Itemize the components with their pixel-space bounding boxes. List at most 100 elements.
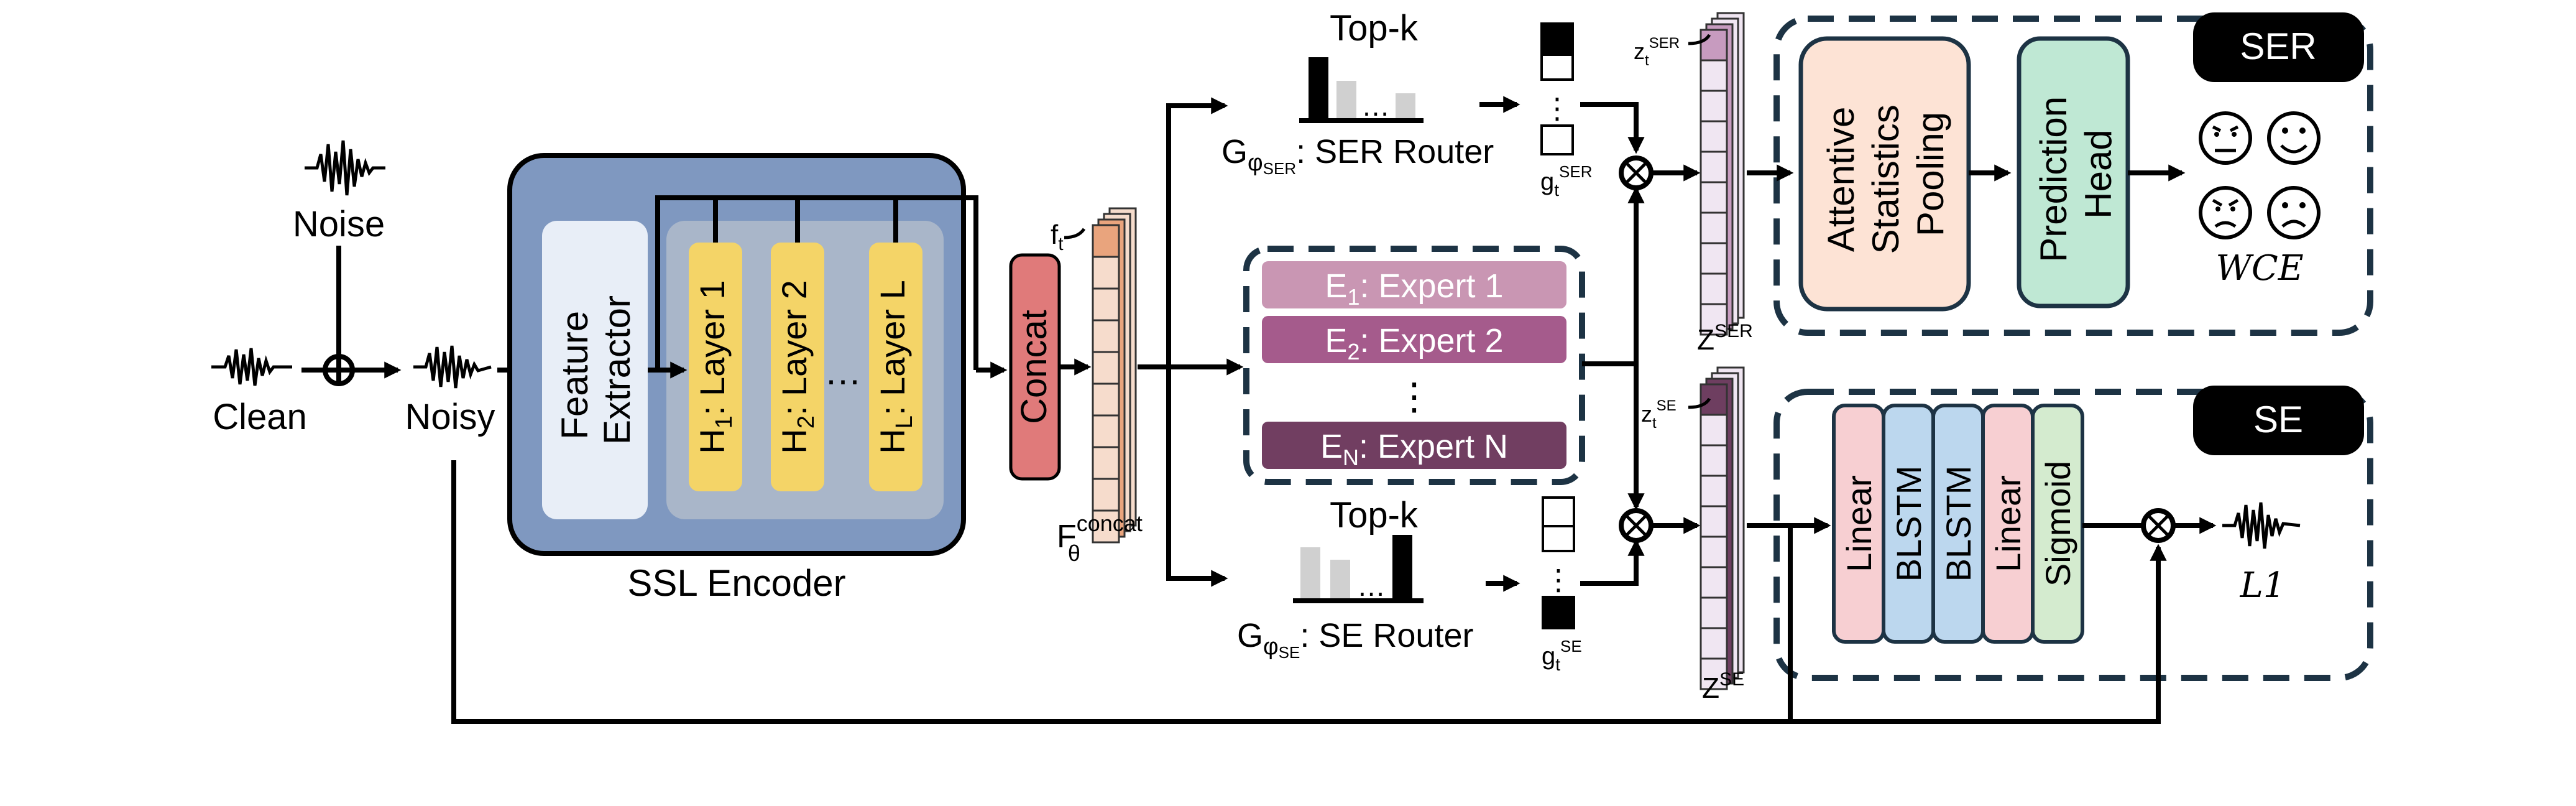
clean-label: Clean	[213, 397, 307, 437]
z-se-cell	[1700, 414, 1728, 447]
se-router-bars-ellipsis: …	[1357, 570, 1386, 602]
ssl-encoder-label: SSL Encoder	[627, 562, 845, 604]
layer-outputs-bus	[655, 195, 978, 370]
z-se-cell	[1700, 475, 1728, 507]
svg-text:Sigmoid: Sigmoid	[2038, 461, 2077, 586]
z-ser-cell	[1700, 151, 1728, 183]
expert-N: EN: Expert N	[1262, 422, 1566, 470]
se-block-sigmoid: Sigmoid	[2031, 404, 2084, 644]
feature-extractor-box	[542, 221, 648, 519]
svg-text:HL: Layer L: HL: Layer L	[873, 280, 918, 454]
ser-loss-label: WCE	[2215, 248, 2303, 289]
concat-label: Concat	[1014, 310, 1054, 424]
expert-2: E2: Expert 2	[1262, 316, 1566, 364]
svg-text:BLSTM: BLSTM	[1889, 466, 1928, 582]
sad-face-icon	[2267, 186, 2321, 239]
z-ser-cell	[1700, 120, 1728, 153]
se-block-linear-2: Linear	[1981, 404, 2035, 644]
z-se-cell	[1700, 383, 1728, 416]
svg-text:E1: Expert 1: E1: Expert 1	[1325, 267, 1503, 310]
se-block-blstm-1: BLSTM	[1882, 404, 1935, 644]
concat-feature-cell	[1092, 382, 1120, 417]
concat-feature-cell	[1092, 287, 1120, 322]
experts-ellipsis: ⋮	[1396, 376, 1433, 417]
svg-text:Linear: Linear	[1989, 475, 2028, 572]
z-se-stack	[1700, 366, 1745, 690]
ft-pointer	[1064, 228, 1086, 239]
mask-multiply-icon	[2141, 508, 2176, 543]
z-se-cell	[1700, 566, 1728, 599]
se-block-blstm-2: BLSTM	[1931, 404, 1985, 644]
z-ser-cell	[1700, 272, 1728, 305]
concat-feature-cell	[1092, 478, 1120, 512]
concat-feature-cell	[1092, 509, 1120, 544]
attentive-statistics-pooling-label: Attentive Statistics Pooling	[1820, 95, 1951, 254]
ser-router-bars-ellipsis: …	[1361, 90, 1390, 122]
z-ser-cell	[1700, 29, 1728, 62]
ser-router-label: GφSER: SER Router	[1221, 133, 1494, 178]
se-router-bar-chart	[1293, 535, 1424, 603]
z-se-cell	[1700, 657, 1728, 690]
svg-text:H2: Layer 2: H2: Layer 2	[775, 280, 819, 454]
prediction-head-label: Prediction Head	[2033, 86, 2119, 262]
z-se-cell	[1700, 596, 1728, 629]
zt-ser-label: ztSER	[1634, 35, 1680, 69]
ser-gate-ellipsis: ⋮	[1543, 92, 1571, 124]
se-block-linear-1: Linear	[1832, 404, 1885, 644]
concat-feature-cell	[1092, 256, 1120, 290]
zt-se-pointer	[1688, 397, 1711, 409]
z-ser-cell	[1700, 90, 1728, 123]
ser-multiply-icon	[1619, 155, 1654, 190]
se-gate-to-mult-arrow	[1580, 539, 1645, 586]
concat-feature-cell	[1092, 319, 1120, 353]
ser-tag: SER	[2193, 12, 2364, 82]
noisy-label: Noisy	[405, 397, 495, 437]
ser-gate-to-mult-arrow	[1580, 102, 1645, 154]
se-head-panel	[1773, 389, 2373, 681]
ssl-layer-2: H2: Layer 2	[771, 243, 824, 491]
svg-text:SER: SER	[2240, 25, 2316, 67]
neutral-face-icon	[2199, 111, 2252, 165]
ser-router-bar-chart	[1299, 57, 1424, 123]
se-router-title: Top-k	[1330, 495, 1419, 535]
layer-tap-lines	[713, 198, 898, 243]
se-multiply-icon	[1619, 508, 1654, 543]
z-se-cell	[1700, 535, 1728, 568]
angry-face-icon	[2199, 186, 2252, 239]
noisy-skip-connection-arrow	[451, 460, 2167, 724]
z-ser-cell	[1700, 181, 1728, 214]
concat-feature-cell	[1092, 414, 1120, 448]
ser-gate-label: gtSER	[1540, 162, 1593, 200]
z-se-cell	[1700, 627, 1728, 660]
feature-extractor-label: Feature Extractor	[554, 295, 638, 445]
svg-text:BLSTM: BLSTM	[1939, 466, 1978, 582]
z-se-label: ZSE	[1702, 669, 1744, 704]
concat-feature-cell	[1092, 224, 1120, 258]
z-ser-cell	[1700, 242, 1728, 275]
ser-gate-vector	[1540, 22, 1574, 155]
ssl-layer-1: H1: Layer 1	[689, 243, 742, 491]
z-ser-label: ZSER	[1697, 321, 1753, 356]
noise-waveform-icon	[305, 140, 385, 196]
svg-text:H1: Layer 1: H1: Layer 1	[692, 280, 737, 454]
ssl-layer-L: HL: Layer L	[869, 243, 922, 491]
svg-text:Linear: Linear	[1839, 475, 1879, 572]
z-se-cell	[1700, 505, 1728, 538]
se-router-label: GφSE: SE Router	[1237, 617, 1473, 662]
features-to-ser-router-arrow	[1166, 97, 1228, 367]
zt-ser-pointer	[1688, 34, 1711, 45]
se-tag: SE	[2193, 386, 2364, 455]
se-gate-ellipsis: ⋮	[1544, 563, 1573, 596]
layers-ellipsis: …	[824, 351, 862, 392]
zt-se-label: ztSE	[1641, 397, 1677, 432]
clean-waveform-icon	[211, 348, 292, 386]
se-gate-label: gtSE	[1542, 637, 1582, 674]
enhanced-waveform-icon	[2222, 502, 2301, 549]
concat-feature-stack	[1092, 207, 1137, 544]
svg-text:EN: Expert N: EN: Expert N	[1320, 428, 1508, 470]
svg-text:E2: Expert 2: E2: Expert 2	[1325, 322, 1503, 364]
ft-label: ft	[1051, 220, 1064, 254]
noise-label: Noise	[293, 204, 385, 244]
